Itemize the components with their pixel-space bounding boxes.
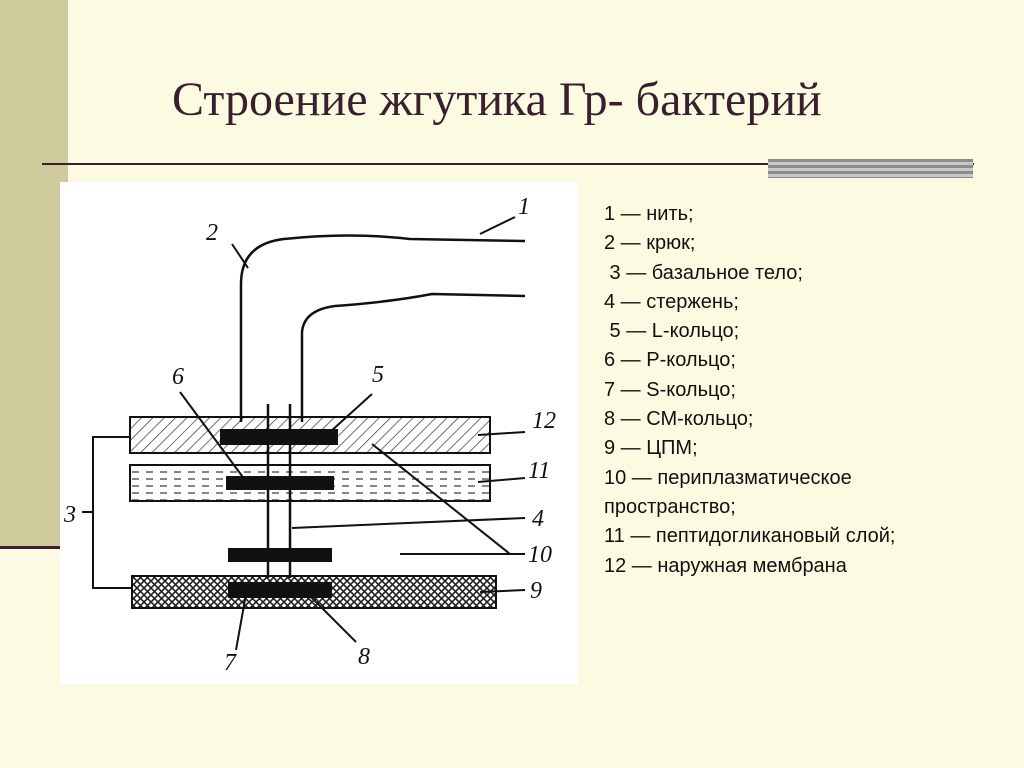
callout-9: 9 <box>530 578 542 604</box>
callout-1: 1 <box>518 194 530 220</box>
callout-6: 6 <box>172 364 184 390</box>
legend-item: 1 — нить; <box>604 203 694 225</box>
title-rule <box>42 163 974 165</box>
callout-line-1 <box>479 216 516 235</box>
legend-item: 5 — L-кольцо; <box>604 320 740 343</box>
legend-item: 9 — ЦПМ; <box>604 437 698 460</box>
callout-line-5 <box>329 393 373 433</box>
callout-line-7 <box>235 593 247 651</box>
callout-2: 2 <box>206 220 218 246</box>
callout-7: 7 <box>224 650 237 676</box>
legend-item: 7 — S-кольцо; <box>604 378 736 401</box>
callout-11: 11 <box>528 458 550 484</box>
callout-10: 10 <box>528 542 552 568</box>
callout-5: 5 <box>372 362 384 388</box>
side-band <box>0 0 68 548</box>
callout-line-9 <box>479 589 526 593</box>
legend-item: 12 — наружная мембрана <box>604 554 847 577</box>
legend-item: 10 — периплазматическое <box>604 466 852 489</box>
s-ring <box>228 548 332 562</box>
flagellum-diagram: 1 2 3 4 5 6 7 8 9 10 11 12 <box>60 182 578 684</box>
callout-line-8 <box>309 595 357 643</box>
callout-4: 4 <box>532 506 544 532</box>
p-ring <box>226 476 334 490</box>
legend-item: 2 — крюк; <box>604 232 696 255</box>
legend-item: 11 — пептидогликановый слой; <box>604 525 896 548</box>
legend-item: 8 — СМ-кольцо; <box>604 408 754 431</box>
callout-line-10b <box>371 443 511 555</box>
callout-3: 3 <box>63 502 76 528</box>
legend-item: 4 — стержень; <box>604 290 739 313</box>
l-ring <box>220 429 338 445</box>
side-band-rule <box>0 546 68 549</box>
flagellum-filament-outline-right <box>300 292 526 422</box>
legend-list: 1 — нить; 2 — крюк; 3 — базальное тело; … <box>604 200 895 581</box>
cm-ring <box>228 582 332 598</box>
callout-line-6 <box>179 391 246 481</box>
legend-item: 6 — Р-кольцо; <box>604 349 736 372</box>
callout-line-2 <box>231 243 249 269</box>
callout-12: 12 <box>532 408 556 434</box>
title-accent-bar <box>768 159 973 178</box>
callout-line-12 <box>477 431 526 436</box>
callout-line-11 <box>477 477 526 483</box>
slide-title: Строение жгутика Гр- бактерий <box>172 73 822 126</box>
callout-8: 8 <box>358 644 370 670</box>
legend-item: 3 — базальное тело; <box>604 261 803 284</box>
basal-body-bracket <box>92 436 132 589</box>
flagellum-filament-outline-left <box>239 234 526 422</box>
legend-item: пространство; <box>604 495 736 518</box>
callout-line-4 <box>291 517 526 529</box>
